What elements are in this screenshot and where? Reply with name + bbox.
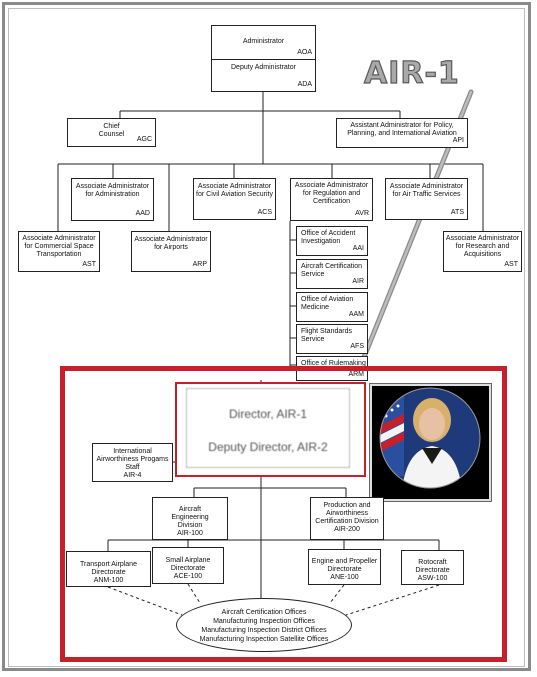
- api-box: Assistant Administrator for Policy, Plan…: [336, 118, 468, 148]
- rotocraft-directorate-code: ASW-100: [417, 575, 448, 582]
- avr-name: Associate Administrator for Regulation a…: [294, 182, 369, 205]
- chief-counsel-box: Chief Counsel AGC: [67, 118, 156, 147]
- field-office-line-3: Manufacturing Inspection District Office…: [201, 627, 327, 634]
- small-airplane-directorate-code: ACE-100: [173, 573, 203, 580]
- iap-staff-box: International Airworthiness Progams Staf…: [92, 443, 173, 482]
- production-airworthiness-division-code: AIR-200: [334, 526, 360, 533]
- avr-office-afs-code: AFS: [350, 343, 364, 350]
- acs-code: ACS: [257, 209, 272, 216]
- avr-office-afs: Flight Standards Service AFS: [296, 324, 368, 354]
- chief-counsel-code: AGC: [136, 136, 152, 143]
- portrait-image: [379, 387, 481, 489]
- transport-airplane-directorate-name: Transport Airplane Directorate: [80, 561, 137, 576]
- avr-box: Associate Administrator for Regulation a…: [290, 178, 373, 221]
- aad-box: Associate Administrator for Administrati…: [71, 178, 154, 221]
- deputy-administrator-name: Deputy Administrator: [231, 64, 296, 71]
- arp-name: Associate Administrator for Airports: [134, 236, 208, 251]
- director-inner-box: Director, AIR-1 Deputy Director, AIR-2: [186, 388, 350, 468]
- ats-code: ATS: [450, 209, 464, 216]
- aircraft-engineering-division-box: Aircraft Engineering Division AIR-100: [152, 497, 228, 540]
- acs-name: Associate Administrator for Civil Aviati…: [196, 183, 273, 198]
- avr-office-aam-name: Office of Aviation Medicine: [301, 296, 354, 311]
- ast-commercial-space-box: Associate Administrator for Commercial S…: [18, 231, 100, 272]
- director-box: Director, AIR-1 Deputy Director, AIR-2: [175, 382, 366, 477]
- engine-propeller-directorate-box: Engine and Propeller Directorate ANE-100: [308, 549, 381, 585]
- ast-research-name: Associate Administrator for Research and…: [445, 235, 520, 258]
- avr-office-air-name: Aircraft Certification Service: [301, 263, 363, 278]
- air-1-callout: AIR-1: [363, 55, 460, 91]
- engine-propeller-directorate-code: ANE-100: [330, 574, 359, 581]
- aircraft-engineering-division-name: Aircraft Engineering Division: [171, 506, 209, 529]
- avr-office-air-code: AIR: [352, 278, 364, 285]
- ats-box: Associate Administrator for Air Traffic …: [385, 178, 468, 220]
- arp-code: ARP: [192, 261, 207, 268]
- deputy-administrator-box: Deputy Administrator ADA: [211, 59, 316, 92]
- inner-frame: [8, 8, 525, 667]
- transport-airplane-directorate-code: ANM-100: [93, 577, 124, 584]
- field-office-line-1: Aircraft Certification Offices: [221, 609, 307, 616]
- chief-counsel-name: Chief Counsel: [98, 123, 125, 138]
- avr-office-arm-code: ARM: [348, 371, 364, 378]
- transport-airplane-directorate-box: Transport Airplane Directorate ANM-100: [66, 551, 151, 587]
- ast-commercial-space-code: AST: [82, 261, 96, 268]
- administrator-box: Administrator AOA: [211, 25, 316, 60]
- administrator-name: Administrator: [242, 38, 285, 45]
- avr-office-aai: Office of Accident Investigation AAI: [296, 226, 368, 256]
- rotocraft-directorate-box: Rotocraft Directorate ASW-100: [401, 550, 464, 585]
- arp-box: Associate Administrator for Airports ARP: [131, 231, 211, 272]
- deputy-director-title: Deputy Director, AIR-2: [208, 440, 328, 454]
- air-highlight-frame: [60, 366, 507, 662]
- avr-code: AVR: [355, 210, 369, 217]
- avr-office-air: Aircraft Certification Service AIR: [296, 259, 368, 289]
- small-airplane-directorate-box: Small Airplane Directorate ACE-100: [152, 547, 224, 584]
- ast-research-box: Associate Administrator for Research and…: [443, 231, 522, 272]
- iap-staff-code: AIR-4: [123, 472, 142, 479]
- field-office-line-4: Manufacturing Inspection Satellite Offic…: [199, 636, 329, 643]
- field-offices-ellipse: Aircraft Certification Offices Manufactu…: [176, 598, 352, 652]
- ats-name: Associate Administrator for Air Traffic …: [389, 183, 464, 198]
- aircraft-engineering-division-code: AIR-100: [177, 530, 203, 537]
- acs-box: Associate Administrator for Civil Aviati…: [193, 178, 276, 220]
- avr-office-afs-name: Flight Standards Service: [301, 328, 352, 343]
- rotocraft-directorate-name: Rotocraft Directorate: [415, 559, 450, 574]
- ast-commercial-space-name: Associate Administrator for Commercial S…: [22, 235, 96, 258]
- api-code: API: [452, 137, 464, 144]
- administrator-code: AOA: [297, 49, 312, 56]
- engine-propeller-directorate-name: Engine and Propeller Directorate: [311, 558, 378, 573]
- aad-code: AAD: [135, 210, 150, 217]
- field-office-line-2: Manufacturing Inspection Offices: [213, 618, 315, 625]
- iap-staff-name: International Airworthiness Progams Staf…: [96, 448, 169, 471]
- aad-name: Associate Administrator for Administrati…: [75, 183, 150, 198]
- avr-office-aam-code: AAM: [348, 311, 364, 318]
- avr-office-aam: Office of Aviation Medicine AAM: [296, 292, 368, 322]
- production-airworthiness-division-name: Production and Airworthiness Certificati…: [315, 502, 379, 525]
- director-title: Director, AIR-1: [228, 407, 308, 421]
- production-airworthiness-division-box: Production and Airworthiness Certificati…: [310, 497, 384, 540]
- ast-research-code: AST: [504, 261, 518, 268]
- deputy-administrator-code: ADA: [297, 81, 312, 88]
- avr-office-aai-name: Office of Accident Investigation: [301, 230, 356, 245]
- director-photo: [369, 383, 492, 502]
- avr-office-arm-name: Office of Rulemaking: [301, 360, 366, 367]
- avr-office-aai-code: AAI: [352, 245, 364, 252]
- outer-frame: [2, 2, 531, 671]
- small-airplane-directorate-name: Small Airplane Directorate: [165, 557, 211, 572]
- api-name: Assistant Administrator for Policy, Plan…: [347, 122, 457, 137]
